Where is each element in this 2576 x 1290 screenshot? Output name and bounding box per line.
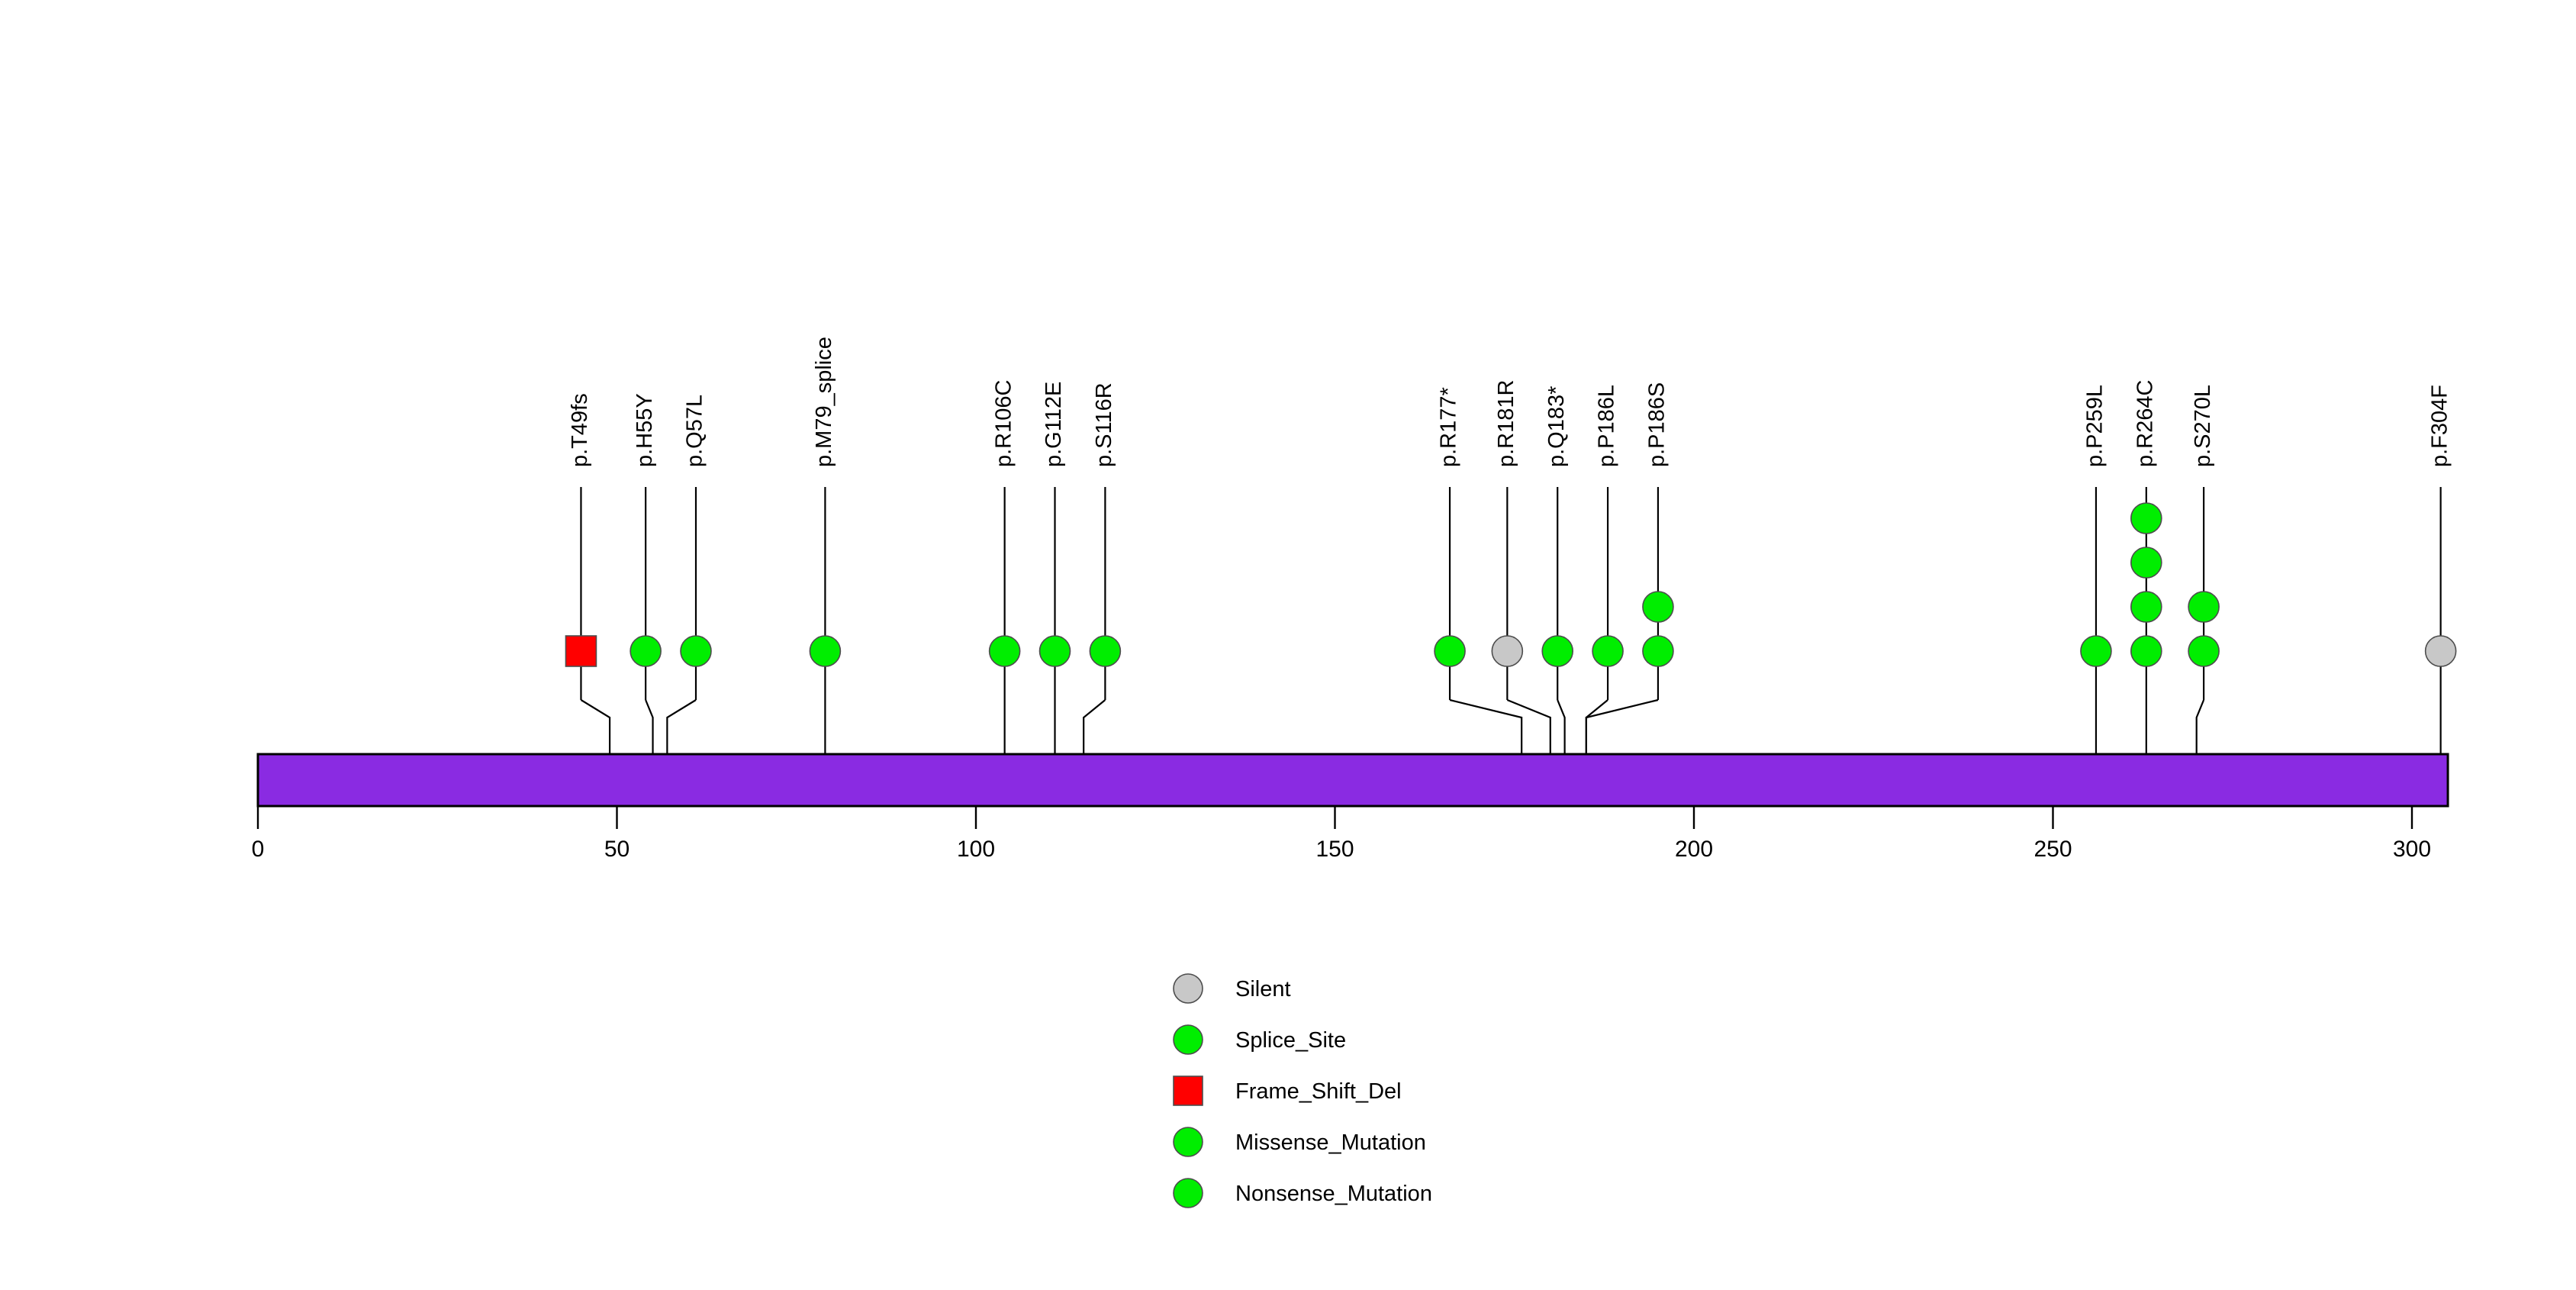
legend-label: Nonsense_Mutation <box>1235 1182 1432 1206</box>
mutation-label: p.P259L <box>2083 385 2107 467</box>
mutation-marker-group[interactable] <box>2130 502 2162 667</box>
legend-label: Missense_Mutation <box>1235 1130 1426 1155</box>
mutation-marker-circle[interactable] <box>1038 635 1071 667</box>
mutation-label: p.S116R <box>1092 382 1116 467</box>
x-axis-tick-label: 100 <box>957 837 995 862</box>
legend-swatch-circle <box>1173 1024 1203 1055</box>
mutation-marker-group[interactable] <box>809 635 842 667</box>
protein-domain-layer <box>256 753 2449 808</box>
mutation-marker-circle[interactable] <box>1592 635 1624 667</box>
mutation-label: p.M79_splice <box>812 337 836 467</box>
mutation-label: p.R181R <box>1494 380 1518 467</box>
mutation-marker-group[interactable] <box>2424 635 2457 667</box>
mutation-marker-group[interactable] <box>1434 635 1466 667</box>
mutation-marker-circle[interactable] <box>2188 635 2220 667</box>
legend-swatch-circle <box>1173 1178 1203 1208</box>
mutation-marker-circle[interactable] <box>2130 502 2162 534</box>
mutation-marker-circle[interactable] <box>2188 591 2220 623</box>
x-axis-tick-label: 300 <box>2393 837 2431 862</box>
mutation-marker-group[interactable] <box>1089 635 1122 667</box>
mutation-marker-circle[interactable] <box>988 635 1021 667</box>
mutation-label: p.P186L <box>1595 385 1619 467</box>
mutation-label: p.R264C <box>2133 380 2157 467</box>
mutation-label: p.Q57L <box>683 395 707 467</box>
x-axis-tick-label: 50 <box>604 837 630 862</box>
mutation-label: p.P186S <box>1645 382 1670 467</box>
mutation-marker-group[interactable] <box>1592 635 1624 667</box>
legend-swatch-square <box>1173 1076 1203 1106</box>
mutation-label: p.Q183* <box>1544 386 1569 467</box>
mutation-marker-circle[interactable] <box>1642 591 1674 623</box>
mutation-marker-circle[interactable] <box>630 635 662 667</box>
mutation-marker-group[interactable] <box>565 635 597 667</box>
mutation-marker-group[interactable] <box>1642 591 1674 667</box>
mutation-marker-circle[interactable] <box>809 635 842 667</box>
mutation-marker-group[interactable] <box>1541 635 1574 667</box>
mutation-label: p.G112E <box>1042 382 1066 467</box>
mutation-marker-circle[interactable] <box>680 635 712 667</box>
mutation-marker-circle[interactable] <box>1434 635 1466 667</box>
protein-domain-bar <box>256 753 2449 808</box>
mutation-marker-group[interactable] <box>2188 591 2220 667</box>
x-axis-tick-label: 150 <box>1315 837 1354 862</box>
legend-swatch-circle <box>1173 1127 1203 1157</box>
mutation-label: p.T49fs <box>568 393 592 467</box>
mutation-marker-group[interactable] <box>630 635 662 667</box>
mutation-marker-circle[interactable] <box>2130 591 2162 623</box>
mutation-marker-circle[interactable] <box>1642 635 1674 667</box>
mutation-label: p.F304F <box>2427 385 2452 467</box>
legend-item[interactable]: Missense_Mutation <box>1173 1127 1426 1157</box>
mutation-label: p.H55Y <box>633 393 657 467</box>
x-axis-tick-label: 0 <box>252 837 265 862</box>
x-axis-layer: 0 50 100 150 200 250 300 <box>252 806 2431 862</box>
x-axis-tick-label: 200 <box>1675 837 1713 862</box>
legend-item[interactable]: Frame_Shift_Del <box>1173 1076 1402 1106</box>
mutation-marker-circle[interactable] <box>2424 635 2457 667</box>
legend-label: Frame_Shift_Del <box>1235 1079 1402 1104</box>
mutation-marker-group[interactable] <box>1491 635 1524 667</box>
legend-swatch-circle <box>1173 973 1203 1004</box>
mutation-marker-group[interactable] <box>988 635 1021 667</box>
mutation-label: p.R177* <box>1437 387 1461 467</box>
mutation-marker-circle[interactable] <box>2080 635 2112 667</box>
mutation-marker-group[interactable] <box>1038 635 1071 667</box>
legend-label: Splice_Site <box>1235 1028 1346 1053</box>
mutation-marker-circle[interactable] <box>1541 635 1574 667</box>
lollipop-markers-layer <box>565 502 2457 667</box>
legend-item[interactable]: Silent <box>1173 973 1291 1004</box>
mutation-label: p.S270L <box>2191 385 2215 467</box>
x-axis-tick-label: 250 <box>2033 837 2072 862</box>
mutation-label: p.R106C <box>991 380 1016 467</box>
legend-layer: SilentSplice_SiteFrame_Shift_DelMissense… <box>1173 973 1432 1208</box>
mutation-marker-circle[interactable] <box>1491 635 1524 667</box>
mutation-labels-layer: p.T49fs p.H55Y p.Q57L p.M79_splice p.R106C p.… <box>568 337 2452 467</box>
mutation-marker-circle[interactable] <box>2130 635 2162 667</box>
mutation-marker-square[interactable] <box>565 635 597 667</box>
mutation-marker-group[interactable] <box>680 635 712 667</box>
mutation-marker-circle[interactable] <box>1089 635 1122 667</box>
legend-label: Silent <box>1235 977 1291 1001</box>
legend-item[interactable]: Splice_Site <box>1173 1024 1346 1055</box>
mutation-marker-circle[interactable] <box>2130 547 2162 579</box>
mutation-marker-group[interactable] <box>2080 635 2112 667</box>
legend-item[interactable]: Nonsense_Mutation <box>1173 1178 1432 1208</box>
